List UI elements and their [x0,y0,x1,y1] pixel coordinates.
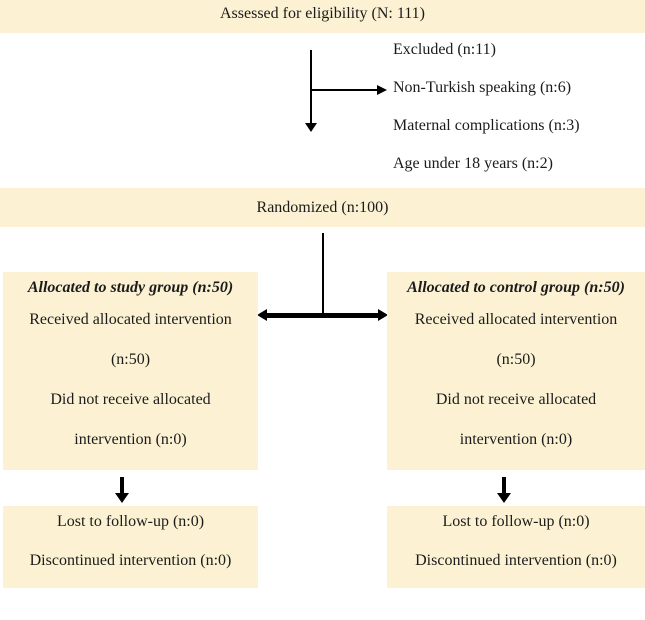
right-arrowhead-icon [377,85,387,95]
randomized-connector-line [322,233,324,313]
eligibility-band: Assessed for eligibility (N: 111) [0,0,645,33]
exclusion-list: Excluded (n:11) Non-Turkish speaking (n:… [393,31,580,183]
study-group-line: intervention (n:0) [74,431,187,448]
down-arrowhead-icon [115,493,129,503]
study-group-line: Did not receive allocated [50,391,211,408]
control-group-line: Did not receive allocated [435,391,597,408]
exclusion-item: Non-Turkish speaking (n:6) [393,79,572,96]
randomized-band: Randomized (n:100) [0,188,645,227]
control-followup-box: Lost to follow-up (n:0) Discontinued int… [387,506,645,588]
control-group-box: Allocated to control group (n:50) Receiv… [387,272,645,470]
eligibility-label: Assessed for eligibility (N: 111) [219,5,425,22]
down-arrowhead-icon [497,493,511,503]
study-group-line: Received allocated intervention [29,311,232,328]
exclusion-item: Maternal complications (n:3) [393,117,580,134]
study-down-arrow-line [120,477,124,494]
study-group-line: (n:50) [110,351,151,368]
control-group-line: Received allocated intervention [414,311,618,328]
exclusion-item: Age under 18 years (n:2) [393,155,553,172]
right-arrowhead-icon [378,309,388,321]
left-arrowhead-icon [257,309,267,321]
control-followup-line: Discontinued intervention (n:0) [415,552,617,569]
control-down-arrow-line [502,477,506,494]
down-arrowhead-icon [305,123,317,132]
study-group-box: Allocated to study group (n:50) Received… [3,272,258,470]
exclusion-item: Excluded (n:11) [393,41,496,58]
control-group-title: Allocated to control group (n:50) [407,278,625,296]
allocation-double-arrow-line [266,313,379,318]
randomized-label: Randomized (n:100) [256,198,389,216]
study-followup-box: Lost to follow-up (n:0) Discontinued int… [3,506,258,588]
study-group-title: Allocated to study group (n:50) [27,278,234,296]
control-group-line: (n:50) [496,351,536,368]
study-followup-line: Discontinued intervention (n:0) [29,552,232,569]
exclusion-branch-line [311,89,377,91]
exclusion-vertical-arrow-line [310,50,312,124]
control-followup-line: Lost to follow-up (n:0) [442,512,590,530]
control-group-line: intervention (n:0) [459,431,573,448]
study-followup-line: Lost to follow-up (n:0) [56,512,205,530]
